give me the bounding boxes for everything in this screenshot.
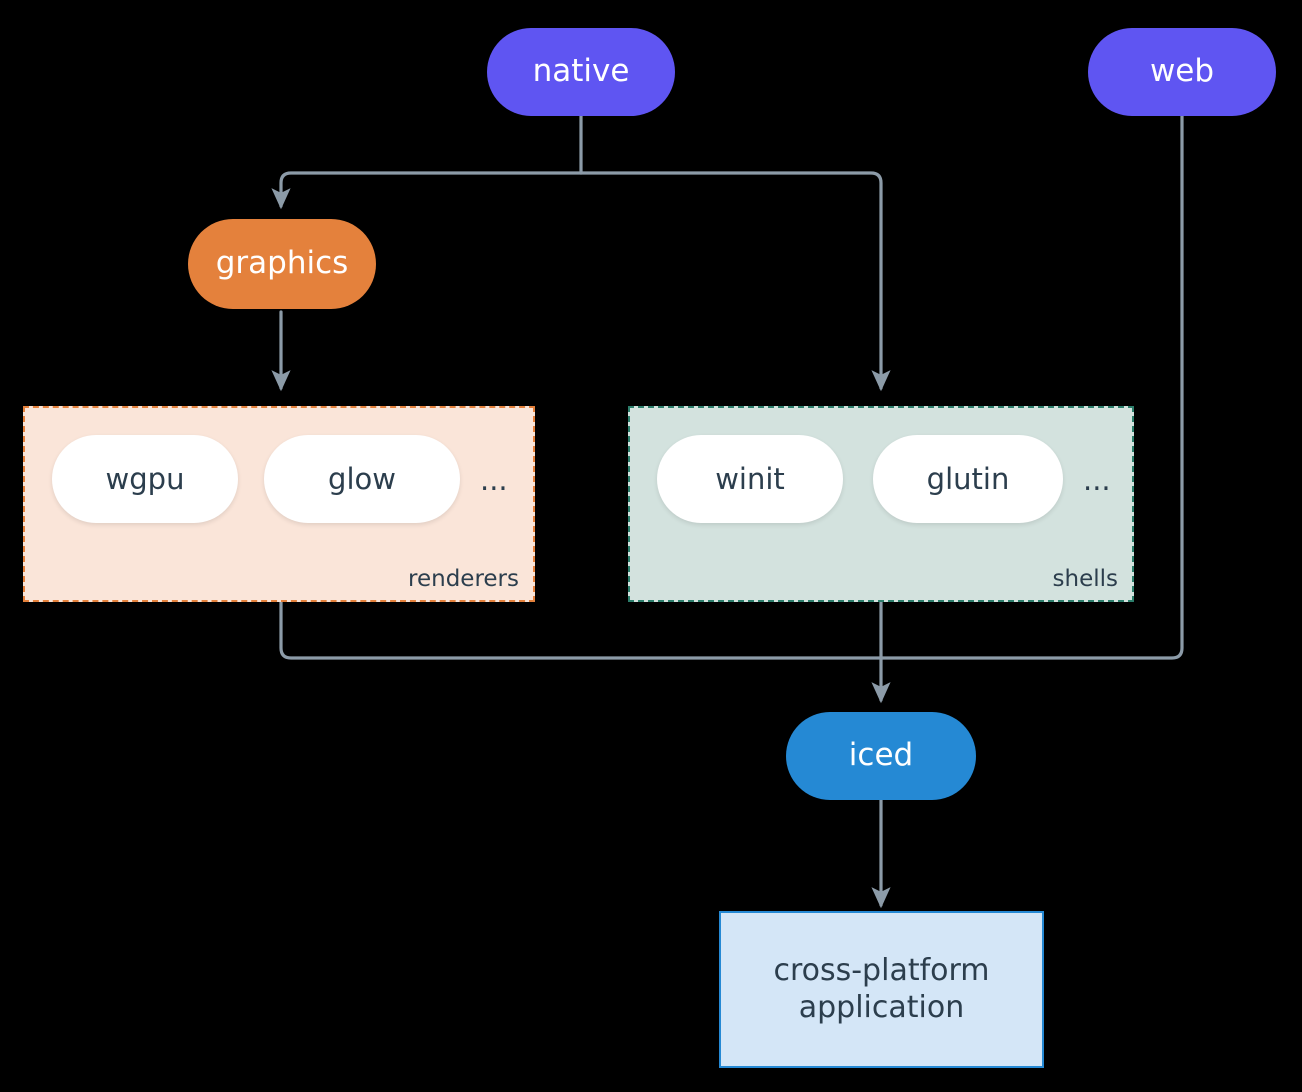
group-shells: winit glutin ... shells (628, 406, 1134, 602)
node-web[interactable]: web (1088, 28, 1276, 116)
node-native[interactable]: native (487, 28, 675, 116)
renderer-item-glow[interactable]: glow (264, 435, 460, 523)
group-renderers: wgpu glow ... renderers (23, 406, 535, 602)
group-shells-label: shells (1052, 566, 1118, 592)
application-label-line2: application (798, 989, 965, 1025)
node-iced[interactable]: iced (786, 712, 976, 800)
node-web-label: web (1149, 53, 1215, 90)
shell-item-glutin[interactable]: glutin (873, 435, 1063, 523)
renderer-item-glow-label: glow (328, 462, 396, 496)
edge-native-to-graphics (271, 171, 583, 210)
renderers-more-ellipsis: ... (480, 463, 508, 497)
shell-item-winit-label: winit (715, 462, 785, 496)
shell-item-glutin-label: glutin (926, 462, 1010, 496)
group-renderers-label: renderers (408, 566, 519, 592)
application-label-line1: cross-platform (773, 952, 990, 988)
node-iced-label: iced (848, 737, 914, 774)
renderer-item-wgpu[interactable]: wgpu (52, 435, 238, 523)
renderer-item-wgpu-label: wgpu (105, 462, 185, 496)
edge-native-to-shells (579, 171, 891, 392)
node-graphics-label: graphics (215, 245, 349, 282)
node-cross-platform-application[interactable]: cross-platform application (719, 911, 1044, 1068)
node-graphics[interactable]: graphics (188, 219, 376, 309)
edge-web-to-iced (879, 114, 1184, 660)
edge-renderers-to-iced (279, 600, 883, 660)
shells-more-ellipsis: ... (1083, 463, 1111, 497)
node-native-label: native (532, 53, 630, 90)
shell-item-winit[interactable]: winit (657, 435, 843, 523)
